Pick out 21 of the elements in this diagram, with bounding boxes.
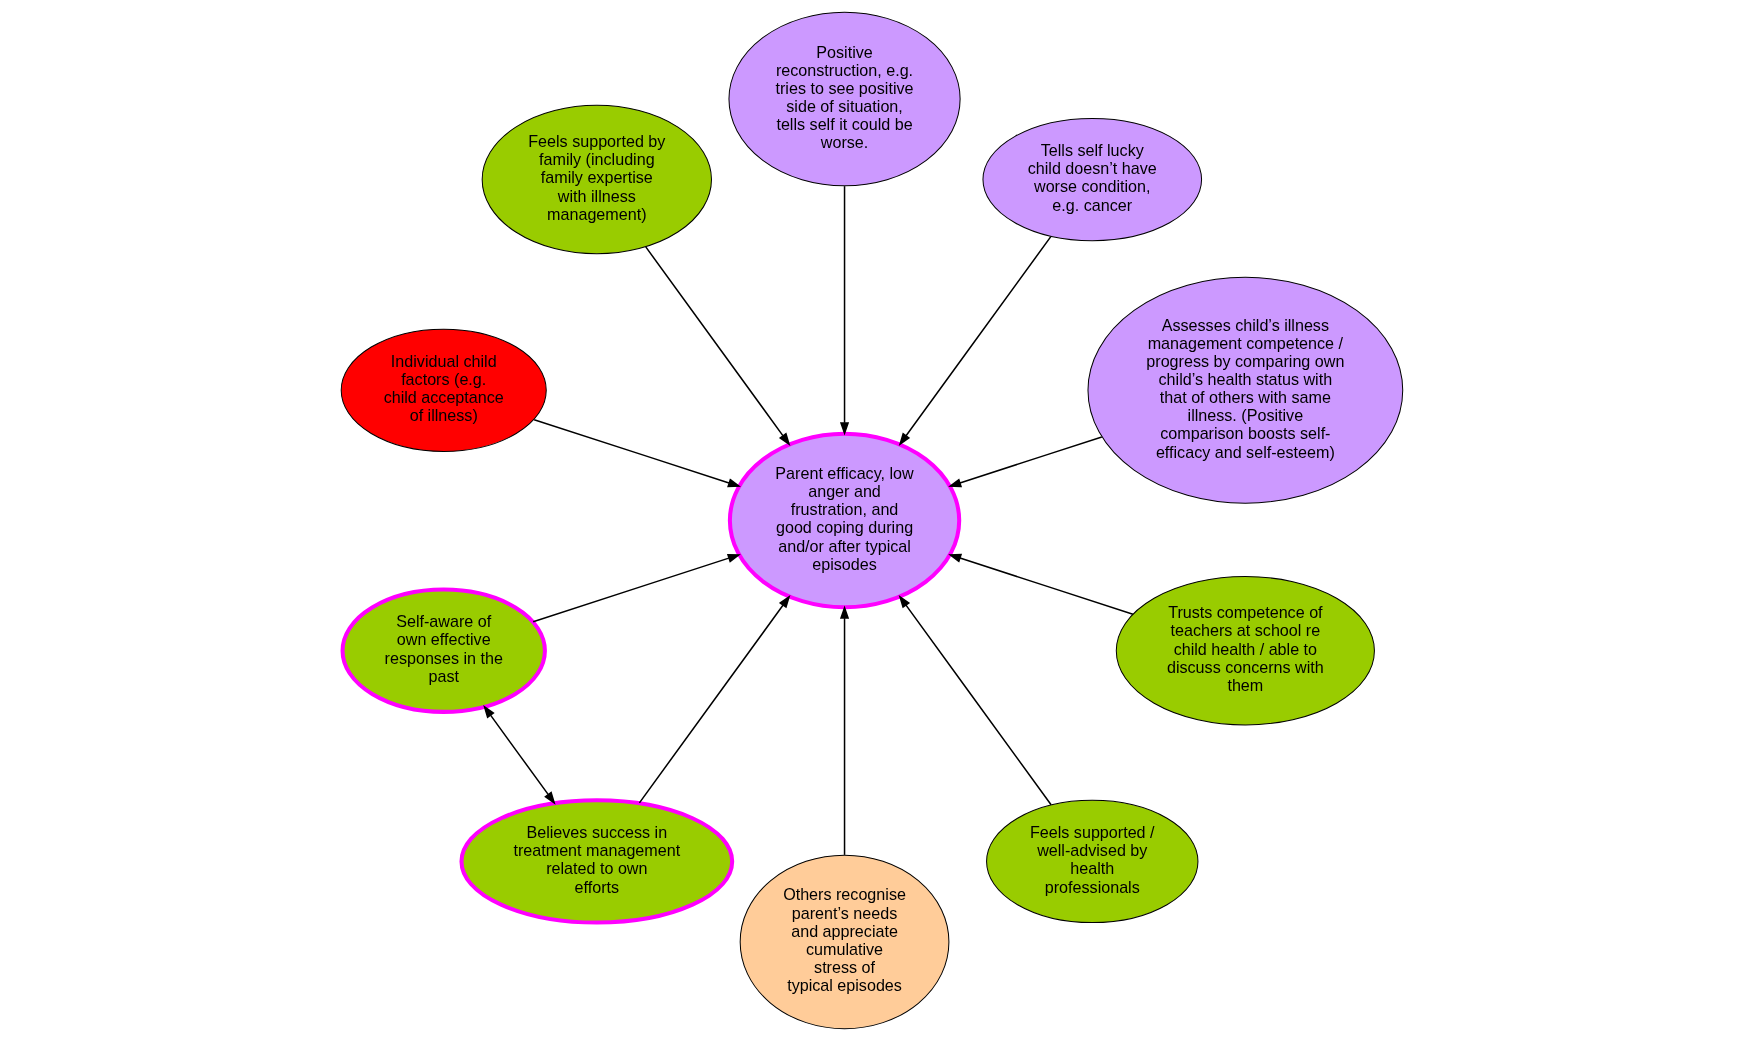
node-ellipse: Tells self lucky child doesn’t have worse condition, e.g. cancer — [981, 117, 1202, 242]
node-ellipse: Others recognise parent’s needs and appreciate cumulative stress of typical episodes — [739, 854, 949, 1030]
arrow — [532, 418, 741, 488]
node-ellipse: Self-aware of own effective responses in the past — [340, 587, 547, 714]
arrow — [644, 246, 790, 446]
node-ellipse: Trusts competence of teachers at school re child health / able to discuss concerns with them — [1115, 576, 1375, 726]
node-ellipse: Feels supported / well-advised by health professionals — [985, 799, 1198, 924]
arrow — [839, 605, 849, 856]
arrow — [947, 436, 1103, 488]
node-ellipse: Feels supported by family (including family expertise with illness management) — [481, 104, 712, 255]
arrow — [947, 553, 1134, 615]
arrow — [531, 553, 741, 623]
arrow — [898, 594, 1052, 806]
node-ellipse: Individual child factors (e.g. child acceptance of illness) — [340, 328, 547, 452]
node-ellipse: Positive reconstruction, e.g. tries to see positive side of situation, tells self it could be worse. — [727, 11, 961, 187]
node-ellipse: Believes success in treatment management related to own efforts — [458, 798, 734, 925]
arrow — [839, 185, 849, 436]
arrow — [898, 235, 1052, 446]
arrow — [638, 595, 790, 804]
node-ellipse: Assesses child’s illness management competence / progress by comparing own child’s health status with that of others with same illness. (Positive comparison boosts self-efficacy and self-esteem) — [1086, 276, 1403, 504]
arrow — [482, 705, 556, 805]
